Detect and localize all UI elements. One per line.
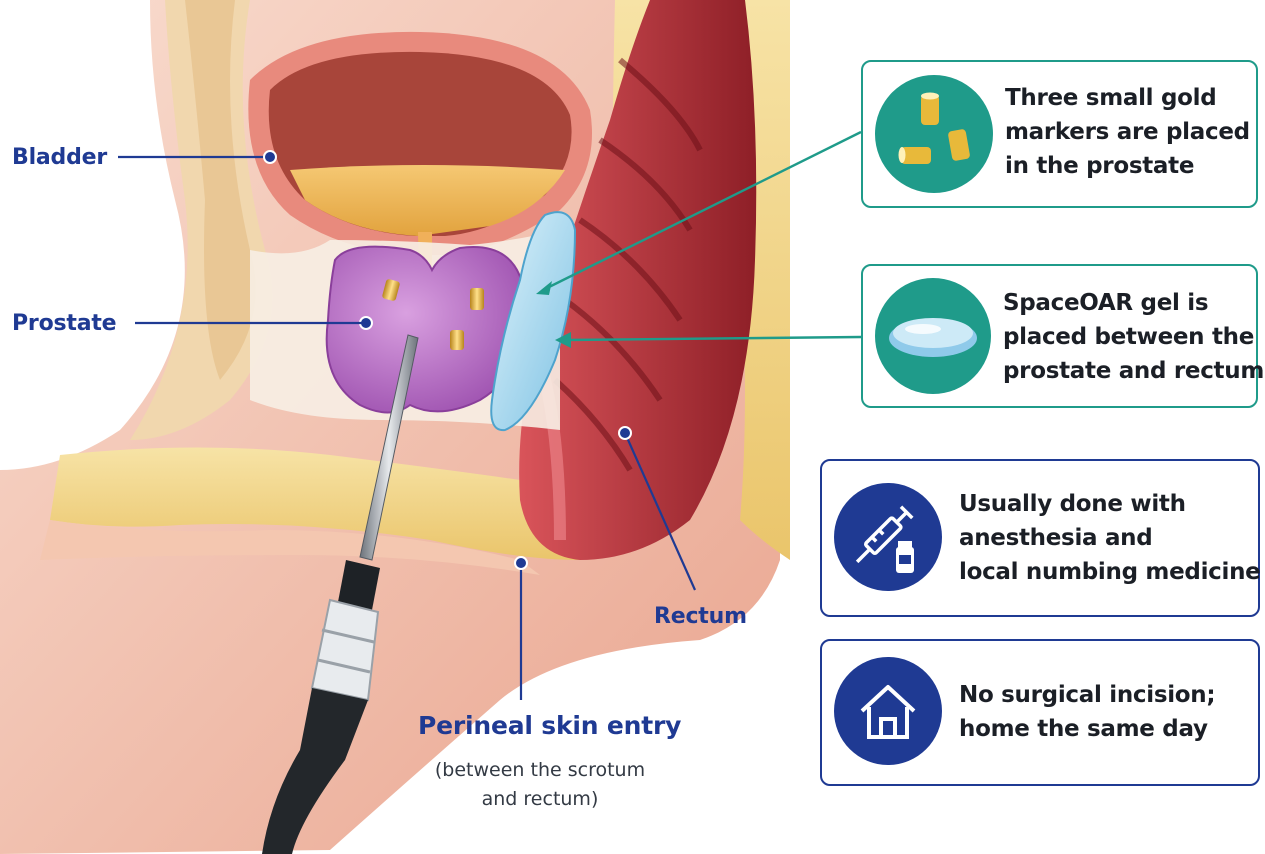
bladder-label: Bladder — [12, 145, 107, 170]
rectum-label: Rectum — [654, 604, 747, 629]
home-text: No surgical incision; home the same day — [959, 678, 1215, 746]
gold-markers-card: Three small gold markers are placed in t… — [861, 60, 1258, 208]
prostate-label: Prostate — [12, 311, 116, 336]
house-icon — [834, 657, 942, 765]
anesthesia-card: Usually done with anesthesia and local n… — [820, 459, 1260, 617]
gold-markers-text: Three small gold markers are placed in t… — [1005, 81, 1250, 183]
syringe-vial-icon — [834, 483, 942, 591]
spaceoar-gel-line-3: prostate and rectum — [1003, 354, 1264, 388]
perineal-entry-description: (between the scrotum and rectum) — [410, 756, 670, 814]
anesthesia-line-2: anesthesia and — [959, 521, 1260, 555]
anesthesia-line-1: Usually done with — [959, 487, 1260, 521]
gold-markers-icon — [875, 75, 993, 193]
perineal-sub-line-2: and rectum) — [410, 785, 670, 814]
anesthesia-line-3: local numbing medicine — [959, 555, 1260, 589]
gel-pad-icon — [875, 278, 991, 394]
home-line-1: No surgical incision; — [959, 678, 1215, 712]
perineal-sub-line-1: (between the scrotum — [410, 756, 670, 785]
anesthesia-text: Usually done with anesthesia and local n… — [959, 487, 1260, 589]
spaceoar-gel-text: SpaceOAR gel is placed between the prost… — [1003, 286, 1264, 388]
gold-marker-3 — [450, 330, 464, 350]
gold-markers-line-3: in the prostate — [1005, 149, 1250, 183]
gold-markers-line-2: markers are placed — [1005, 115, 1250, 149]
perineal-entry-label: Perineal skin entry — [418, 711, 681, 740]
spaceoar-gel-line-2: placed between the — [1003, 320, 1264, 354]
home-line-2: home the same day — [959, 712, 1215, 746]
spaceoar-gel-card: SpaceOAR gel is placed between the prost… — [861, 264, 1258, 408]
gold-markers-line-1: Three small gold — [1005, 81, 1250, 115]
gold-marker-2 — [470, 288, 484, 310]
home-same-day-card: No surgical incision; home the same day — [820, 639, 1260, 786]
spaceoar-gel-line-1: SpaceOAR gel is — [1003, 286, 1264, 320]
